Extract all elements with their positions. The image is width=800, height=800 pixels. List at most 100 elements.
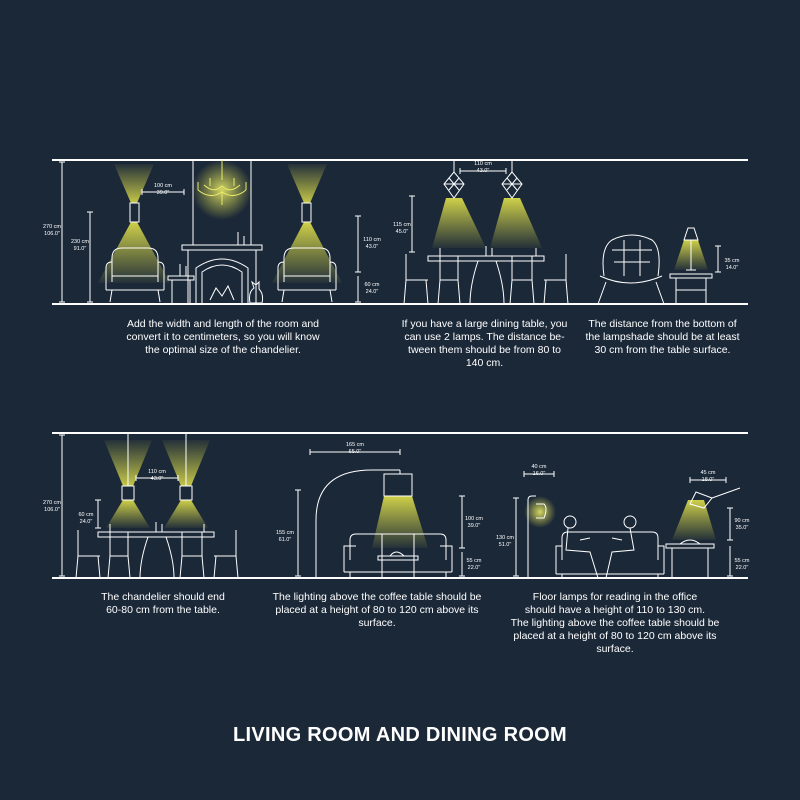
- dimension-label: 130 cm: [496, 535, 514, 541]
- sconce-right-icon: [301, 202, 312, 223]
- dimension-label: 22.0": [468, 565, 481, 571]
- caption-line: surface.: [596, 643, 634, 655]
- dimension-label: 270 cm: [43, 224, 61, 230]
- caption-line: the optimal size of the chandelier.: [145, 344, 301, 356]
- arc-lamp-beam: [372, 496, 428, 548]
- caption-line: surface.: [358, 617, 396, 629]
- pendant-left-icon: [443, 171, 465, 199]
- pendant-left-beam: [432, 198, 486, 248]
- dimension-label: 45 cm: [701, 470, 716, 476]
- dimension-label: 22.0": [736, 565, 749, 571]
- dimension-label: 91.0": [74, 246, 87, 252]
- dimension-label: 65.0": [349, 449, 362, 455]
- wall-lamp-beam: [672, 500, 716, 540]
- cat-icon: [249, 280, 264, 304]
- dimension-label: 110 cm: [474, 161, 492, 167]
- reading-side-table-icon: [665, 539, 715, 578]
- caption-line: 30 cm from the table surface.: [594, 344, 731, 356]
- caption-line: The distance from the bottom of: [588, 318, 737, 330]
- floor-lamp-glow: [524, 496, 556, 528]
- chandelier-icon: [197, 160, 247, 205]
- dimension-label: 230 cm: [71, 239, 89, 245]
- dining-scene-top: [403, 160, 569, 305]
- caption-line: the lampshade should be at least: [585, 331, 740, 343]
- arc-lamp-arm-icon: [315, 469, 400, 578]
- side-table-icon: [167, 264, 195, 304]
- dimension-label: 90 cm: [735, 518, 750, 524]
- dimension-label: 100 cm: [154, 183, 172, 189]
- dimension-label: 24.0": [80, 519, 93, 525]
- dimension-label: 43.0": [477, 168, 490, 174]
- dimension-label: 40 cm: [532, 464, 547, 470]
- dimension-label: 35.0": [736, 525, 749, 531]
- sconce-left-beam-down: [98, 222, 170, 283]
- dimension-label: 51.0": [499, 542, 512, 548]
- pendant-right-icon: [501, 171, 523, 199]
- sconce-left-beam-up: [114, 164, 154, 203]
- dimension-label: 110 cm: [363, 237, 381, 243]
- arc-lamp-shade-icon: [383, 473, 413, 497]
- dimension-label: 43.0": [151, 476, 164, 482]
- armchair-left-icon: [105, 247, 165, 303]
- dimension-label: 39.0": [157, 190, 170, 196]
- pendant-bottom-left-beam-down: [106, 500, 150, 528]
- sofa-scene: [295, 449, 465, 578]
- wall-lamp-icon: [689, 487, 741, 509]
- page-title: LIVING ROOM AND DINING ROOM: [232, 724, 568, 746]
- pendant-bottom-left-icon: [121, 485, 135, 501]
- dining-table-bottom-icon: [97, 522, 215, 579]
- dimension-label: 106.0": [44, 231, 60, 237]
- dimension-label: 55 cm: [467, 558, 482, 564]
- dimension-label: 39.0": [468, 523, 481, 529]
- reader-man-icon: [605, 515, 637, 579]
- top-row: [52, 159, 748, 305]
- caption-line: placed at a height of 80 to 120 cm above…: [513, 630, 717, 642]
- caption-line: 60-80 cm from the table.: [106, 604, 220, 616]
- dimension-label: 115 cm: [393, 222, 411, 228]
- caption-line: Add the width and length of the room and: [126, 318, 320, 330]
- dimension-label: 155 cm: [276, 530, 294, 536]
- caption-line: The lighting above the coffee table shou…: [272, 591, 482, 603]
- caption-coffee-table: The lighting above the coffee table shou…: [262, 591, 492, 630]
- caption-line: tween them should be from 80 to: [408, 344, 561, 356]
- armchair-right-icon: [277, 247, 337, 303]
- sconce-right-beam-down: [272, 222, 342, 283]
- caption-line: can use 2 lamps. The distance be-: [404, 331, 565, 343]
- reading-scene: [513, 471, 741, 579]
- dimension-label: 100 cm: [465, 516, 483, 522]
- reader-woman-icon: [563, 515, 599, 579]
- dining-chairs-icon: [403, 254, 569, 305]
- sconce-left-icon: [129, 202, 140, 223]
- dining-chairs-bottom-icon: [75, 530, 239, 579]
- pendant-bottom-right-icon: [179, 485, 193, 501]
- dimension-label: 16.0": [533, 471, 546, 477]
- chandelier-glow: [192, 160, 252, 220]
- armchair-scene: [597, 227, 721, 305]
- caption-line: The lighting above the coffee table shou…: [510, 617, 720, 629]
- dimension-label: 270 cm: [43, 500, 61, 506]
- pendant-bottom-right-beam-down: [164, 500, 208, 528]
- pendant-right-beam: [490, 198, 542, 248]
- dimension-label: 60 cm: [79, 512, 94, 518]
- floor-lamp-icon: [522, 495, 547, 579]
- coffee-table-icon: [377, 551, 419, 578]
- caption-line: convert it to centimeters, so you will k…: [126, 331, 320, 343]
- bottom-row: [52, 432, 748, 579]
- dining-table-icon: [427, 246, 545, 305]
- dimension-label: 43.0": [366, 244, 379, 250]
- dimension-label: 106.0": [44, 507, 60, 513]
- dimension-label: 165 cm: [346, 442, 364, 448]
- caption-line: If you have a large dining table, you: [401, 318, 568, 330]
- sconce-right-beam-up: [287, 164, 327, 203]
- dining-scene-bottom: [59, 433, 239, 579]
- caption-line: Floor lamps for reading in the office: [532, 591, 698, 603]
- lounge-chair-icon: [597, 234, 665, 305]
- caption-living: Add the width and length of the room and…: [112, 318, 334, 357]
- table-lamp-icon: [683, 227, 699, 271]
- dimension-label: 24.0": [366, 289, 379, 295]
- reading-sofa-icon: [555, 531, 665, 578]
